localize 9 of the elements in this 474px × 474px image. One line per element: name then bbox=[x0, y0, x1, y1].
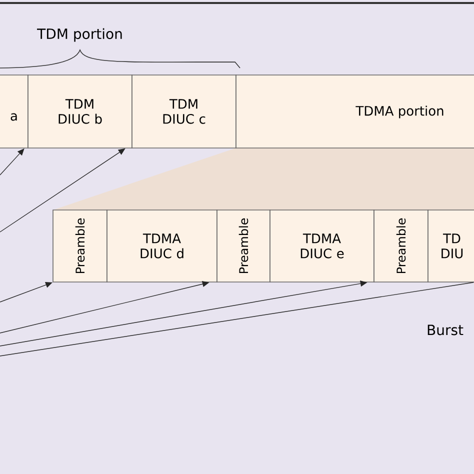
burst-cell: TDM DIUC c bbox=[132, 74, 236, 148]
burst-cell: a bbox=[0, 74, 28, 148]
burst-cell: TD DIU bbox=[428, 210, 474, 282]
preamble-cell: Preamble bbox=[374, 210, 428, 282]
preamble-cell: Preamble bbox=[52, 210, 108, 282]
burst-cell: TDMA DIUC e bbox=[270, 210, 374, 282]
region-label: Burst bbox=[428, 324, 464, 336]
preamble-cell: Preamble bbox=[216, 210, 270, 282]
brace-label: TDM portion bbox=[37, 28, 122, 42]
